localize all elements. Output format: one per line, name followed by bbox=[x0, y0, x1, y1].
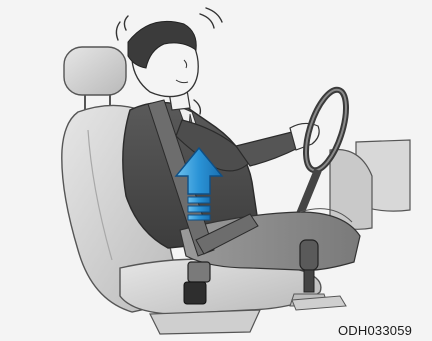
driver-head bbox=[128, 21, 198, 96]
seat-base bbox=[150, 310, 260, 334]
headrest bbox=[64, 47, 126, 112]
image-code-label: ODH033059 bbox=[338, 323, 412, 339]
